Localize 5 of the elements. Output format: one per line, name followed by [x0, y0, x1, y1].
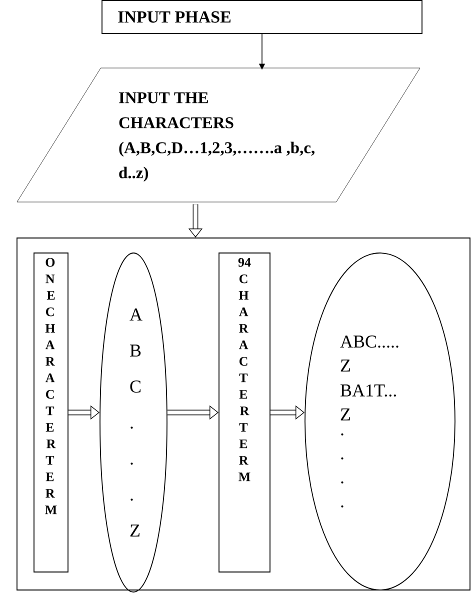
container-box	[16, 238, 470, 590]
input-parallelogram: INPUT THE CHARACTERS (A,B,C,D…1,2,3,…….a ,b,c, d..z)	[16, 68, 420, 202]
term-box: ONE CHARACTER TERM	[34, 252, 68, 572]
term-box: 94 CHARACTER TERM	[218, 252, 270, 572]
process-box: INPUT PHASE	[102, 0, 422, 34]
